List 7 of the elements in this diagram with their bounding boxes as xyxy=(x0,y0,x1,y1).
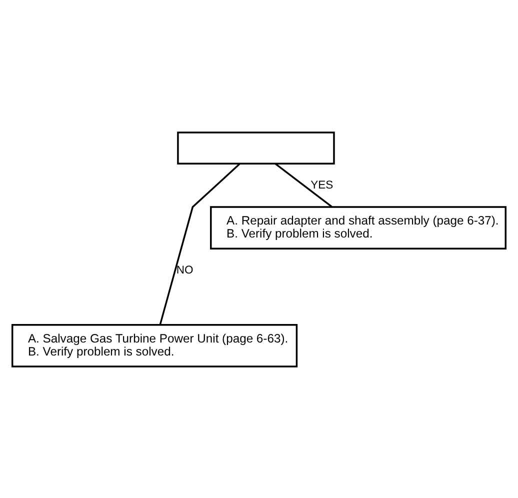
node-box: A. Salvage Gas Turbine Power Unit (page 6-63). B. Verify problem is solved. xyxy=(12,324,298,367)
edge-label: YES xyxy=(310,178,334,191)
node-box xyxy=(177,131,335,164)
connector xyxy=(159,162,240,325)
edge-label: NO xyxy=(176,264,194,276)
node-box: A. Repair adapter and shaft assembly (page 6-37). B. Verify problem is solved. xyxy=(210,206,506,249)
connector xyxy=(274,162,332,208)
